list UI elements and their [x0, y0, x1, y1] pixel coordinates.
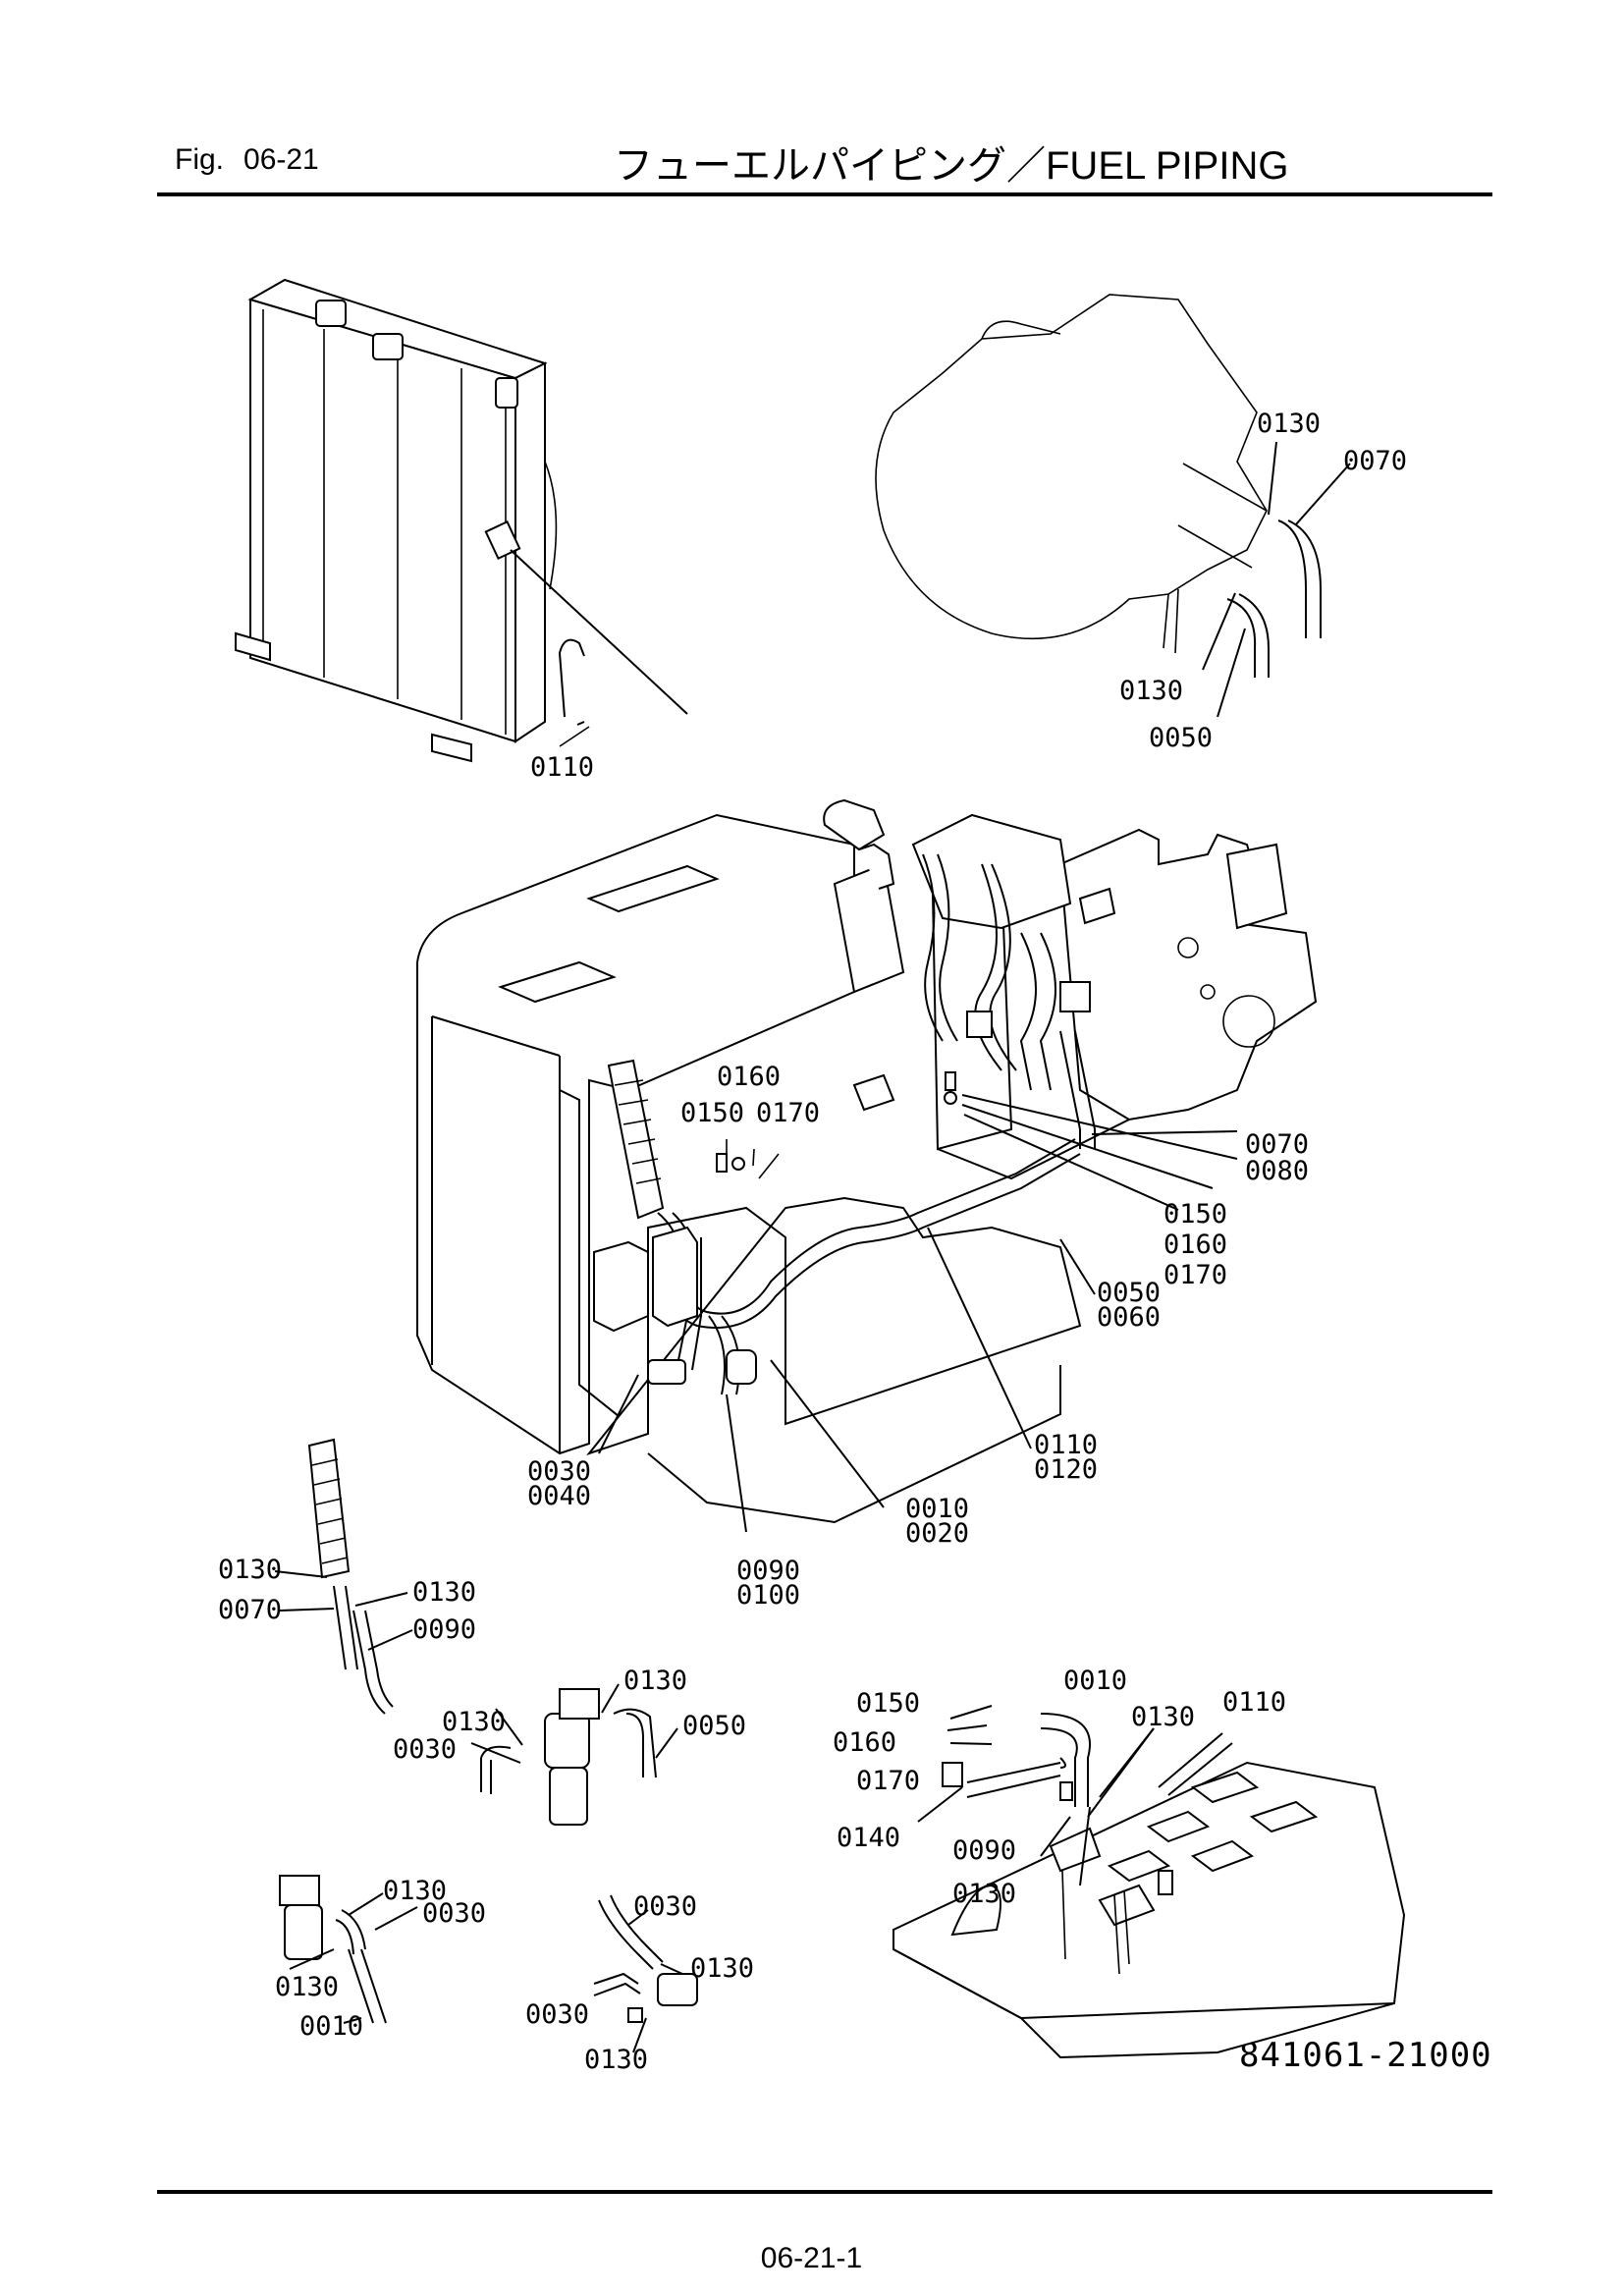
page-number: 06-21-1 — [760, 2242, 863, 2274]
figure-label: Fig. — [175, 143, 225, 176]
label-pump-0130b: 0130 — [584, 2045, 648, 2075]
label-radiator-0110: 0110 — [530, 752, 594, 783]
label-sed-0030: 0030 — [422, 1898, 486, 1929]
label-cooler-0130a: 0130 — [218, 1555, 282, 1585]
label-cooler-0130b: 0130 — [412, 1577, 476, 1608]
fuel-cooler-detail-illustration — [274, 1438, 413, 1715]
engine-outline-illustration — [875, 294, 1351, 718]
label-engine-0130b: 0130 — [1119, 676, 1183, 706]
label-tank-0130: 0130 — [1131, 1702, 1195, 1732]
label-sed-0010: 0010 — [299, 2011, 363, 2042]
label-tank-0170: 0170 — [856, 1766, 920, 1796]
label-filter-0030: 0030 — [393, 1734, 457, 1765]
radiator-illustration — [235, 278, 688, 763]
pump-detail-illustration — [593, 1894, 698, 2053]
label-tank-0110: 0110 — [1222, 1687, 1286, 1718]
label-sed-0130b: 0130 — [275, 1972, 339, 2002]
label-0160: 0160 — [717, 1062, 781, 1092]
label-right-0150: 0150 — [1163, 1199, 1227, 1230]
label-pump-0130a: 0130 — [690, 1953, 754, 1984]
machine-frame-illustration — [416, 798, 1318, 1533]
fuel-tank-detail-illustration — [893, 1705, 1406, 2059]
figure-number-value: 06-21 — [243, 143, 319, 176]
label-filter-0050: 0050 — [682, 1711, 746, 1741]
label-pump-0030a: 0030 — [633, 1891, 697, 1922]
label-pump-0030b: 0030 — [525, 1999, 589, 2030]
label-tank-0090: 0090 — [952, 1835, 1016, 1866]
label-engine-0050: 0050 — [1149, 723, 1213, 753]
label-right-0170: 0170 — [1163, 1260, 1227, 1290]
label-tank-0160: 0160 — [833, 1727, 896, 1758]
header-rule — [157, 192, 1492, 196]
part-number-labels: 0110 0130 0070 0130 0050 0160 0150 0170 … — [218, 409, 1407, 2075]
label-engine-0070: 0070 — [1343, 446, 1407, 476]
label-0170: 0170 — [756, 1098, 820, 1128]
sedimenter-detail-illustration — [279, 1875, 418, 2024]
label-tank-0010: 0010 — [1063, 1666, 1127, 1696]
figure-number: Fig. 06-21 — [175, 143, 339, 177]
fuel-filter-detail-illustration — [470, 1683, 678, 1826]
label-tank-0130b: 0130 — [952, 1879, 1016, 1909]
label-cooler-0070: 0070 — [218, 1595, 282, 1625]
label-tank-0140: 0140 — [837, 1823, 900, 1853]
page-title: フューエルパイピング／FUEL PIPING — [614, 144, 1289, 188]
label-0150: 0150 — [680, 1098, 744, 1128]
label-filter-0130b: 0130 — [623, 1666, 687, 1696]
label-tank-0150: 0150 — [856, 1688, 920, 1719]
label-engine-0130a: 0130 — [1257, 409, 1321, 439]
label-sed-0130a: 0130 — [383, 1876, 447, 1906]
label-right-0160: 0160 — [1163, 1230, 1227, 1260]
label-filter-0130a: 0130 — [442, 1707, 506, 1737]
drawing-number: 841061-21000 — [1239, 2036, 1492, 2075]
footer-rule — [157, 2190, 1492, 2194]
label-cooler-0090: 0090 — [412, 1614, 476, 1645]
